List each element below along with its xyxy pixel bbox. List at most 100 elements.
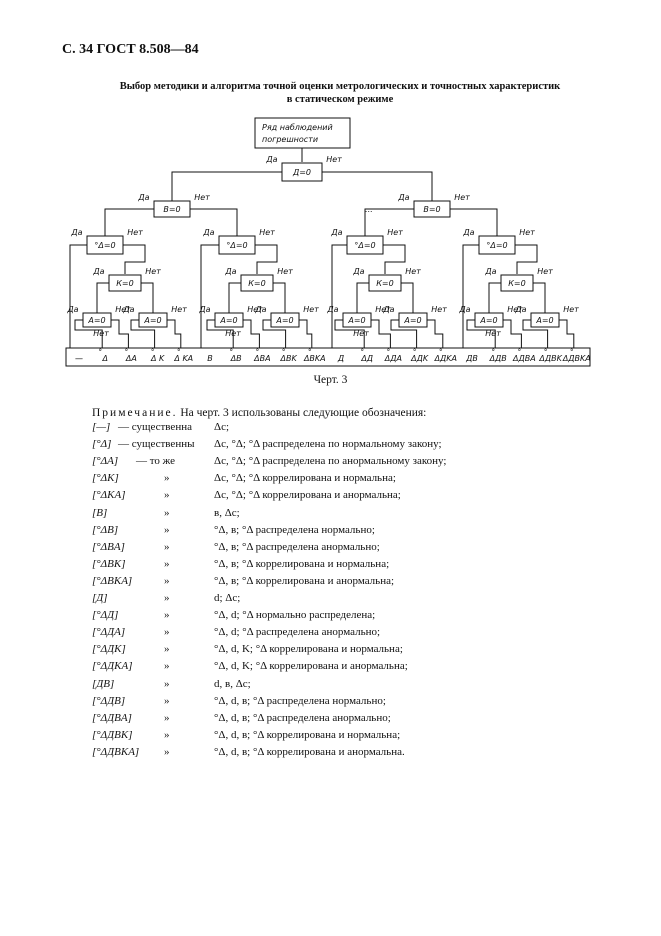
page-header: С. 34 ГОСТ 8.508—84 (62, 42, 199, 57)
legend-description: °Δ, d; °Δ распределена анормально; (214, 626, 381, 639)
connector-line (383, 244, 406, 274)
legend-code: [°ΔДBK] (92, 728, 133, 741)
no-label: Нет (431, 305, 447, 314)
result-cell: ΔBA (253, 354, 270, 363)
no-label: Нет (537, 267, 553, 276)
legend-description: d, в, Δс; (214, 677, 251, 690)
result-cell: ΔДK (410, 354, 429, 363)
connector-line (243, 319, 260, 348)
figure-caption: Черт. 3 (313, 374, 348, 386)
result-ring: ° (360, 348, 364, 356)
result-cell: ΔДBA (512, 354, 536, 363)
decision-a-label: А=0 (275, 316, 293, 325)
legend-code: [—] (92, 421, 111, 433)
legend-condition: » (164, 609, 170, 622)
yes-label: Да (382, 305, 394, 314)
legend-code: [°ΔДBA] (92, 711, 132, 724)
legend-code: [°ΔKA] (92, 489, 126, 502)
result-ring: ° (439, 348, 443, 356)
result-ring: ° (491, 348, 495, 356)
root-label-line1: Ряд наблюдений (262, 123, 333, 132)
decision-k-label: К=0 (376, 279, 393, 288)
no-label: Нет (326, 155, 342, 164)
result-ring: ° (256, 348, 260, 356)
connector-line (401, 282, 414, 313)
legend-condition: » (164, 523, 170, 536)
decision-k (368, 274, 402, 292)
connector-line (190, 208, 238, 240)
legend-description: Δс, °Δ; °Δ распределена по анормальному … (214, 455, 447, 468)
legend-condition: — существенны (118, 438, 195, 451)
decision-delta-label: °Δ=0 (226, 241, 247, 250)
result-cell: ΔДBKA (562, 354, 591, 363)
no-label: Нет (563, 305, 579, 314)
no-label: Нет (303, 305, 319, 314)
ellipsis-mark: ... (365, 205, 373, 214)
legend-description: °Δ, d, K; °Δ коррелирована и нормальна; (214, 643, 403, 656)
connector-line (466, 319, 496, 348)
connector-line (96, 282, 109, 313)
legend-code: [°ΔBKA] (92, 574, 133, 587)
legend-code: [°Δ] (92, 438, 112, 451)
decision-k (108, 274, 142, 292)
connector-line (167, 319, 182, 348)
no-label: Нет (387, 228, 403, 237)
decision-a (474, 312, 504, 328)
decision-v-label: В=0 (423, 205, 440, 214)
no-label: Нет (115, 305, 131, 314)
legend-code: [°ΔA] (92, 455, 119, 468)
no-label: Нет (194, 193, 210, 202)
decision-a (398, 312, 428, 328)
result-cell: ΔB (230, 354, 242, 363)
connector-line (503, 319, 522, 348)
result-ring: ° (413, 348, 417, 356)
no-label: Нет (145, 267, 161, 276)
yes-label: Да (326, 305, 338, 314)
connector-line (533, 282, 546, 313)
decision-a-label: А=0 (347, 316, 365, 325)
result-ring: ° (387, 348, 391, 356)
yes-label: Да (224, 267, 236, 276)
connector-line (522, 319, 549, 348)
connector-line (450, 208, 498, 240)
decision-k-label: К=0 (508, 279, 525, 288)
legend-condition: » (164, 592, 170, 604)
result-cell: ΔДA (384, 354, 402, 363)
result-cell: ΔBKA (303, 354, 326, 363)
result-cell: ΔA (125, 354, 137, 363)
no-label: Нет (93, 329, 109, 338)
connector-line (255, 244, 278, 274)
connector-line (299, 319, 313, 348)
no-label: Нет (375, 305, 391, 314)
connector-line (171, 171, 282, 205)
result-cell: — (75, 354, 83, 363)
legend-condition: » (164, 745, 170, 758)
legend-condition: » (164, 694, 170, 707)
result-ring: ° (570, 348, 574, 356)
yes-label: Да (330, 228, 342, 237)
decision-a-label: А=0 (87, 316, 105, 325)
connector-line (228, 282, 241, 313)
yes-label: Да (514, 305, 526, 314)
legend-code: [°ΔBA] (92, 540, 125, 553)
legend-code: [ДB] (92, 677, 115, 690)
connector-line (427, 319, 444, 348)
decision-delta-label: °Δ=0 (94, 241, 115, 250)
result-ring: ° (151, 348, 155, 356)
legend-description: Δс; (214, 421, 230, 433)
legend-description: в, Δс; (214, 506, 240, 519)
connector-line (262, 319, 287, 348)
decision-a (82, 312, 112, 328)
connector-line (74, 319, 103, 348)
legend-condition: » (164, 728, 170, 741)
legend-description: Δс, °Δ; °Δ распределена по нормальному з… (214, 438, 442, 451)
legend-code: [°ΔДBKA] (92, 745, 140, 758)
result-ring: ° (544, 348, 548, 356)
result-cell: Δ K (150, 354, 165, 363)
results-row (65, 347, 591, 367)
legend-condition: » (164, 711, 170, 724)
legend-code: [°ΔДA] (92, 626, 126, 639)
legend-condition: — существенна (118, 421, 192, 433)
legend-description: °Δ, в; °Δ распределена анормально; (214, 540, 380, 553)
